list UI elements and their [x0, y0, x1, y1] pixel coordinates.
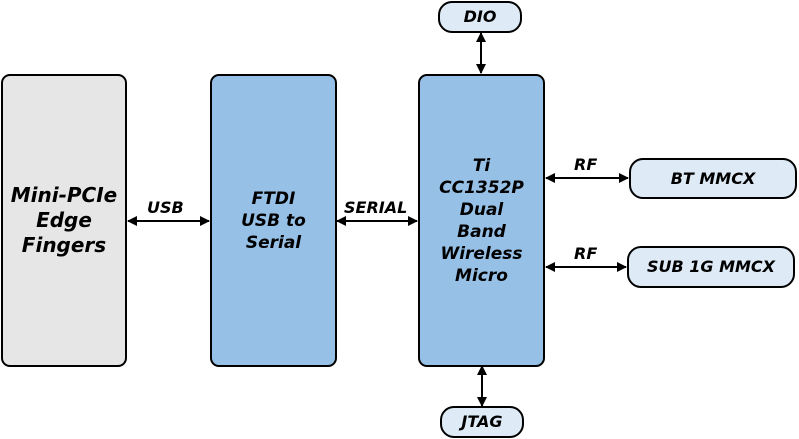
sub1g-mmcx-label: SUB 1G MMCX: [646, 257, 776, 276]
mini-pcie-block: Mini-PCIe Edge Fingers: [1, 74, 127, 367]
usb-link-label: USB: [147, 198, 184, 217]
bt-mmcx-label: BT MMCX: [670, 168, 756, 188]
jtag-block: JTAG: [440, 406, 524, 438]
dio-label: DIO: [463, 7, 497, 26]
ftdi-label: FTDI USB to Serial: [241, 188, 306, 253]
bt-mmcx-block: BT MMCX: [629, 158, 797, 199]
ti-chip-block: Ti CC1352P Dual Band Wireless Micro: [418, 74, 545, 367]
rf-sub1g-link-label: RF: [574, 244, 598, 263]
jtag-label: JTAG: [461, 412, 503, 431]
mini-pcie-label: Mini-PCIe Edge Fingers: [10, 183, 118, 257]
serial-link-label: SERIAL: [344, 198, 408, 217]
ti-chip-label: Ti CC1352P Dual Band Wireless Micro: [439, 155, 524, 286]
sub1g-mmcx-block: SUB 1G MMCX: [627, 246, 795, 288]
rf-bt-link-label: RF: [574, 155, 598, 174]
ftdi-block: FTDI USB to Serial: [210, 74, 337, 367]
dio-block: DIO: [438, 1, 522, 33]
